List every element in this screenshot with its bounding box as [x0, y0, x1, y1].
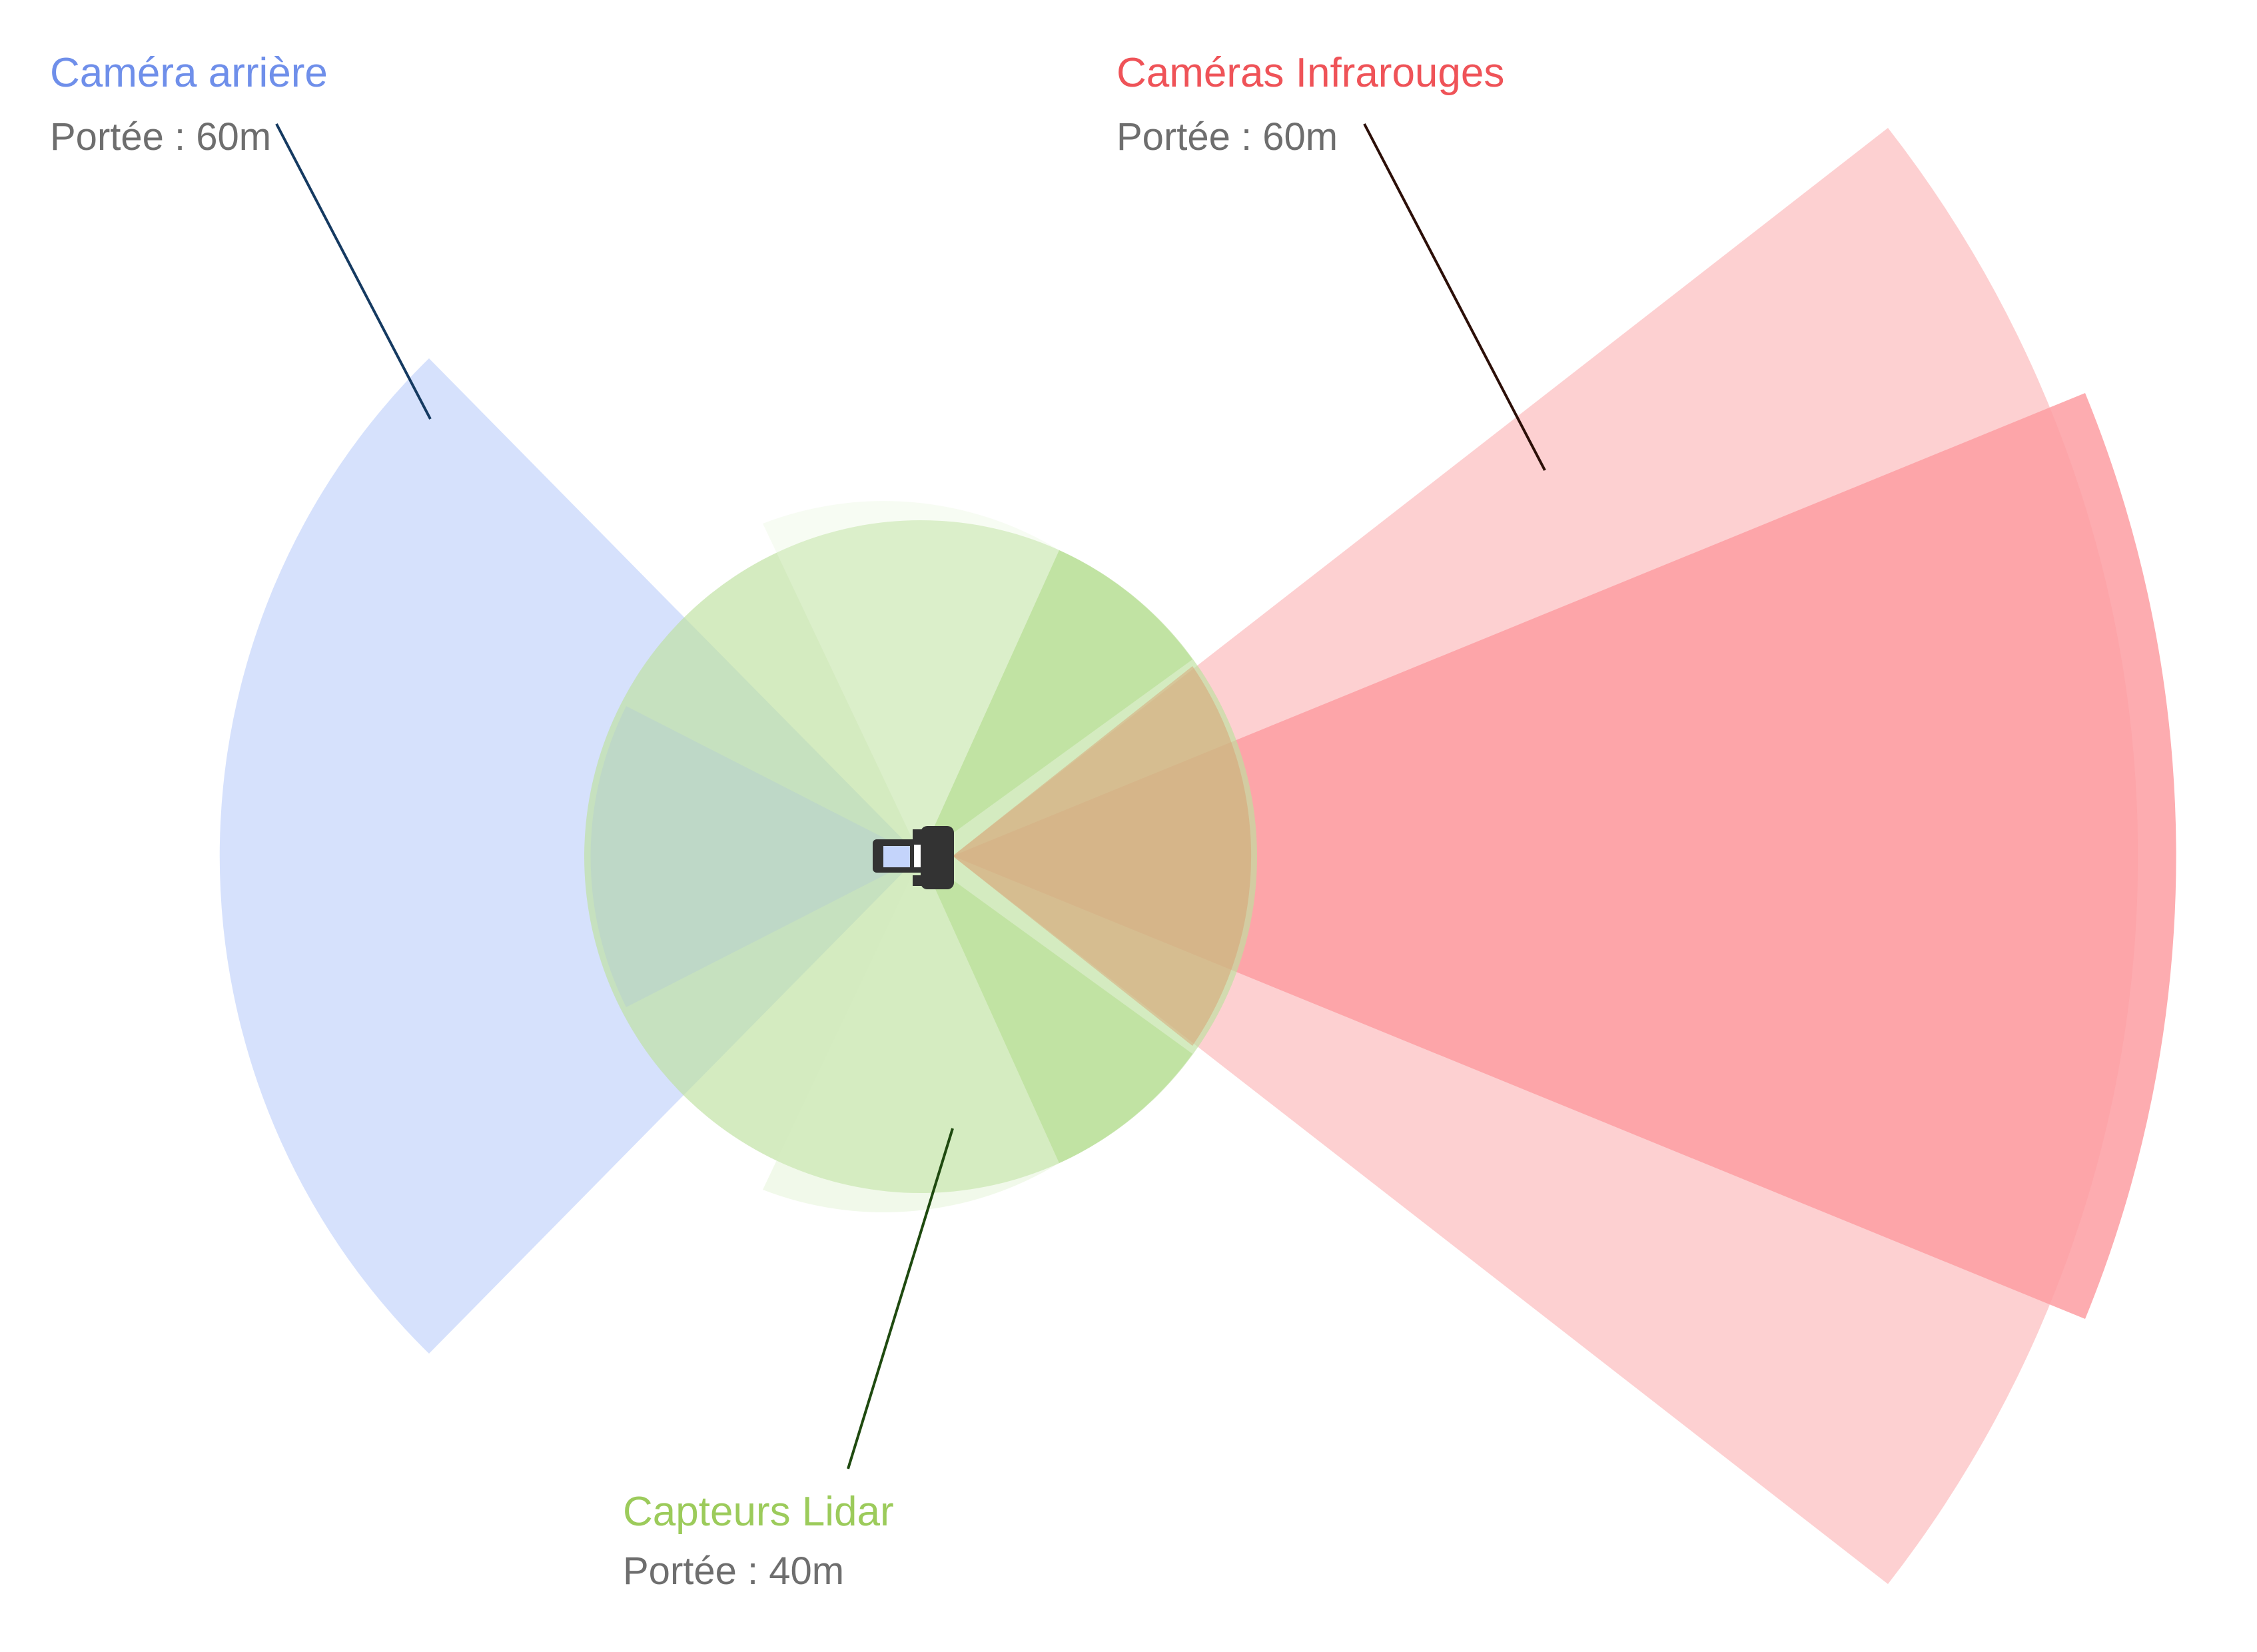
- infrared-title: Caméras Infrarouges: [1117, 50, 1504, 96]
- rear-camera-leader: [275, 123, 432, 420]
- infrared-leader: [1363, 123, 1546, 471]
- infrared-range: Portée : 60m: [1117, 115, 1338, 159]
- overlap-zone: [953, 666, 1252, 1046]
- tractor-icon: [873, 826, 954, 889]
- infrared-inner-zone: [953, 393, 2176, 1319]
- lidar-range: Portée : 40m: [623, 1549, 844, 1593]
- lidar-title: Capteurs Lidar: [623, 1489, 894, 1535]
- rear-camera-title: Caméra arrière: [50, 50, 328, 96]
- rear-camera-zone: [219, 358, 919, 1354]
- lidar-leader: [847, 1128, 954, 1469]
- rear-camera-range: Portée : 60m: [50, 115, 271, 159]
- lidar-sectors: [590, 501, 1192, 1212]
